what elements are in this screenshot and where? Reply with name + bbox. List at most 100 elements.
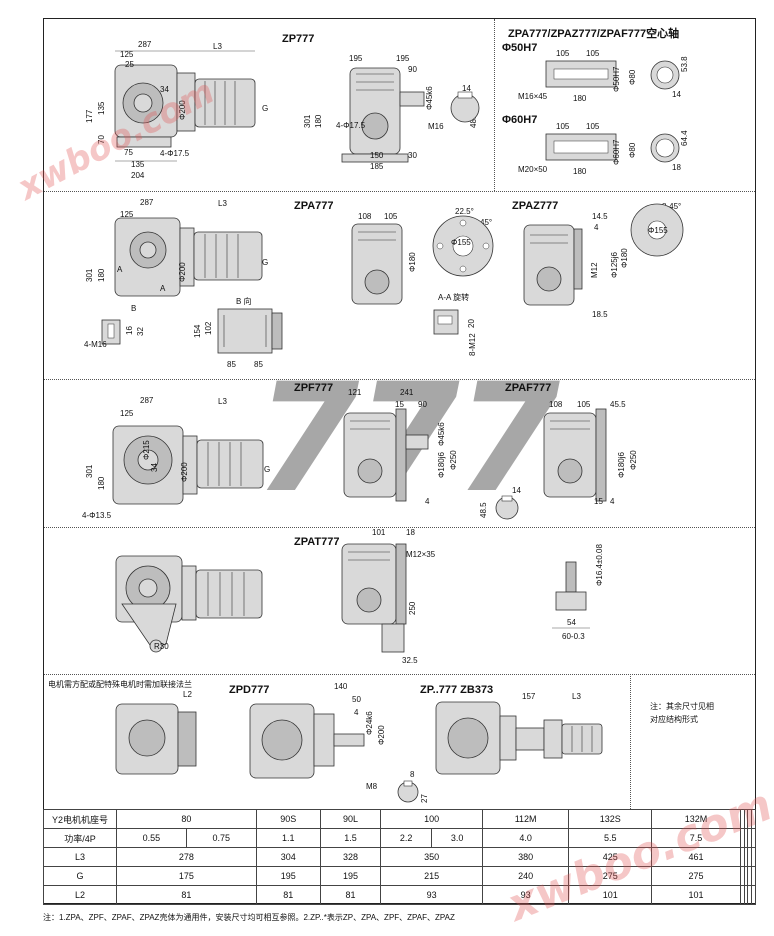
hollow-dim: 64.4 [680,130,689,146]
table-cell: 278 [116,847,257,867]
zpaz-dim: 4 [594,223,599,232]
zp-dim: 185 [370,162,384,171]
zpd-dim: 8 [410,770,415,779]
table-cell: 93 [482,885,570,905]
zpf-dim: L3 [218,397,227,406]
zp-dim: 90 [408,65,417,74]
hollow-dim: 18 [672,163,681,172]
zpa-dim: A [117,265,123,274]
table-cell: 195 [319,866,382,886]
zp-dim: G [262,104,269,113]
table-cell [751,885,756,905]
zb-title: ZP..777 ZB373 [420,684,494,696]
table-cell: 4.0 [482,828,570,848]
zpd-dim: Φ200 [377,725,386,745]
hollow-dim: M16×45 [518,92,548,101]
zpa-dim: 125 [120,210,134,219]
hollow-shaft-50-drawing [545,60,617,88]
zpa-dim: 16 [125,326,134,335]
zp-dim: 195 [349,54,363,63]
zpaf-title: ZPAF777 [505,382,552,394]
zpaz-dim: 14.5 [592,212,608,221]
zpf-dim: 125 [120,409,134,418]
hollow-dim: Φ80 [628,69,637,85]
zpf-side-drawing [112,425,264,505]
zpa-flange-drawing [432,215,494,277]
zpa-dim: 4-M16 [84,340,107,349]
zpf-dim: G [264,465,271,474]
zpa-dim: 180 [97,268,106,282]
zpaf-dim: 4 [610,497,615,506]
zpa-side-drawing [114,217,263,297]
zpf-dim: 48.5 [479,502,488,518]
table-cell: 90S [255,809,321,829]
table-cell: 112M [482,809,570,829]
hollow-dim: Φ50H7 [612,66,621,92]
table-cell: 90L [319,809,382,829]
zp-front-drawing [341,67,425,163]
table-cell [751,847,756,867]
table-cell: 3.0 [431,828,484,848]
zpaz-title: ZPAZ777 [512,200,559,212]
zp-dim: 195 [396,54,410,63]
zp-dim: 204 [131,171,145,180]
zpa-dim: 102 [204,321,213,335]
zpat-dim: 54 [567,618,576,627]
table-cell: 1.5 [319,828,382,848]
zpat-side-drawing [115,555,263,653]
table-cell: 功率/4P [43,828,117,848]
table-cell: 0.55 [116,828,187,848]
zpa-dim: G [262,258,269,267]
zpat-dim: 18 [406,528,415,537]
zpa-dim: 287 [140,198,154,207]
zb-dim: L3 [572,692,581,701]
zpat-dim: 32.5 [402,656,418,665]
table-cell: 195 [255,866,321,886]
section-divider [44,674,755,675]
hollow-shaft-60-drawing [545,133,617,161]
zpa-dim: 154 [193,324,202,338]
zpa-dim: B [131,304,137,313]
table-cell: 81 [319,885,382,905]
zb-drawing [435,701,603,775]
zpa-bolt-detail [101,319,121,345]
zpa-dim: Φ155 [451,238,471,247]
zp-dim: 150 [370,151,384,160]
zpa-dim: A-A 旋转 [438,293,470,302]
zpaf-dim: 15 [594,497,603,506]
zp-title: ZP777 [282,33,315,45]
zpa-dim: 108 [358,212,372,221]
table-cell: G [43,866,117,886]
hollow-dim: Φ80 [628,142,637,158]
zp-dim: 75 [124,148,133,157]
footnote: 注：1.ZPA、ZPF、ZPAF、ZPAZ壳体为通用件，安装尺寸均可相互参照。2… [43,913,455,922]
zpd-shaft-key-drawing [397,780,419,803]
zpf-dim: 287 [140,396,154,405]
table-cell: 1.1 [255,828,321,848]
table-cell: L3 [43,847,117,867]
zpa-dim: 20 [467,319,476,328]
hollow-sub1: Φ50H7 [502,42,538,54]
hollow-dim: 53.8 [680,56,689,72]
hollow-dim: 180 [573,94,587,103]
motor-flange-drawing [115,703,197,775]
zpd-dim: 140 [334,682,348,691]
zp-dim: 177 [85,109,94,123]
zpat-dim: Φ16.4±0.08 [595,544,604,586]
l2-label: L2 [183,690,192,699]
table-cell: 304 [255,847,321,867]
table-cell: 101 [651,885,741,905]
hollow-dim: 105 [586,49,600,58]
zp-dim: 30 [408,151,417,160]
zp-dim: 4-Φ17.5 [336,121,366,130]
zpd-dim: Φ24k6 [365,711,374,735]
zpa-dim: 32 [136,327,145,336]
zpf-dim: 90 [418,400,427,409]
zpat-dim: M12×35 [406,550,436,559]
zpaz-dim: Φ125j6 [610,252,619,278]
zpf-dim: 14 [512,486,521,495]
hollow-dim: Φ60H7 [612,139,621,165]
zpaz-flange-drawing [630,203,684,257]
zpf-dim: 121 [348,388,362,397]
zp-dim: 34 [160,85,169,94]
